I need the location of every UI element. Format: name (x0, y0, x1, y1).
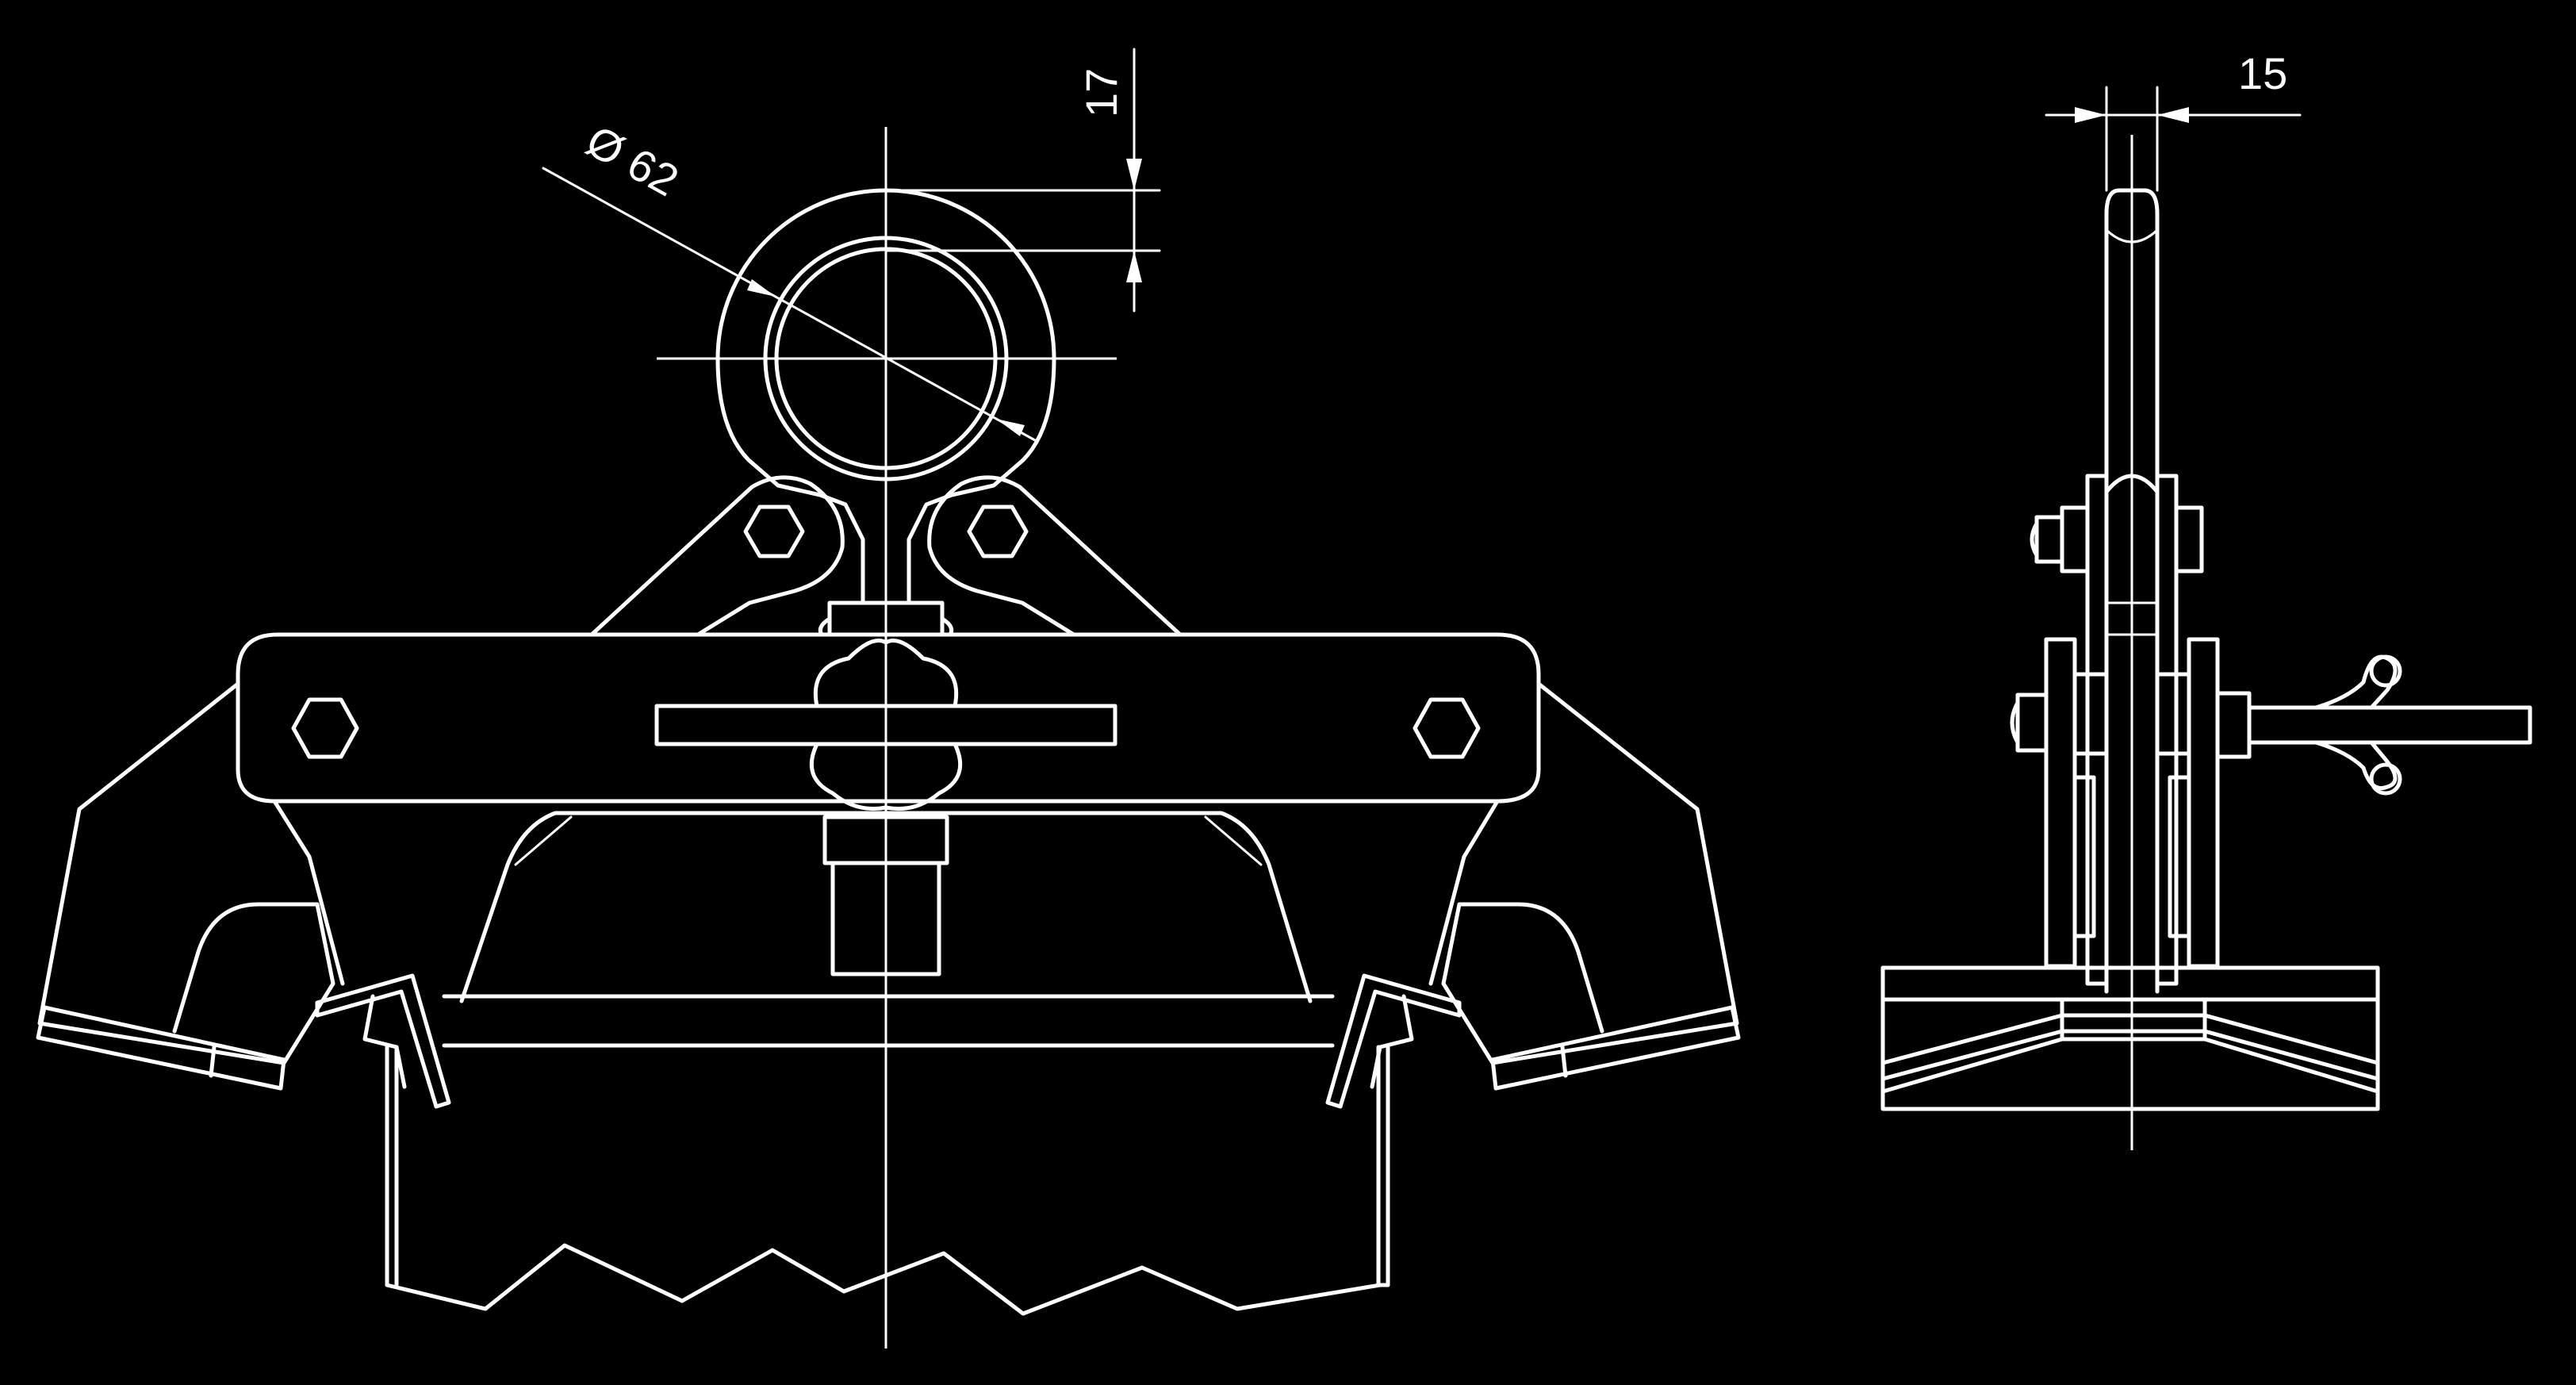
side-eye-plate (2104, 188, 2160, 994)
right-clamp-jaw (1325, 681, 1741, 1109)
left-crossbar-bolt (291, 697, 359, 759)
plate-thickness-dimension: 15 (2045, 48, 2302, 192)
left-link-arm (589, 475, 845, 637)
ring-wall-label: 17 (1076, 68, 1126, 117)
right-link-arm (927, 475, 1183, 637)
left-clamp-jaw (36, 681, 451, 1109)
front-view: Ø 62 17 (36, 48, 1741, 1349)
side-upper-bolt (2030, 505, 2204, 574)
ring-wall-dimension: 17 (884, 48, 1161, 313)
side-view: 15 (1880, 48, 2532, 1150)
side-lower-bolt (2010, 654, 2532, 796)
main-crossbar (236, 632, 1541, 804)
ring-diameter-label: Ø 62 (578, 115, 687, 205)
plate-thickness-label: 15 (2238, 48, 2287, 98)
drum-body (385, 1045, 1390, 1316)
lifting-ring (715, 188, 1056, 605)
handle-knob (654, 639, 1117, 976)
clamp-housing (442, 811, 1335, 1048)
right-crossbar-bolt (1413, 697, 1481, 759)
side-base-plate (1880, 965, 2380, 1111)
